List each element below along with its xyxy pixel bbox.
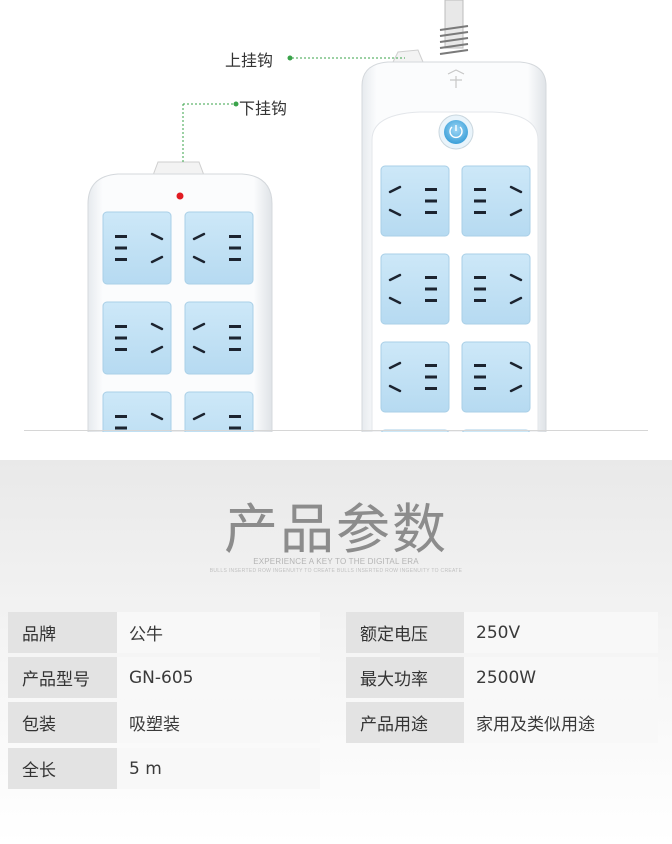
socket-outlet-icon bbox=[102, 301, 172, 375]
upper-hook bbox=[392, 49, 424, 63]
upper-hook-label: 上挂钩 bbox=[225, 51, 274, 70]
cable-strain-relief bbox=[439, 25, 469, 55]
callout-lines bbox=[182, 57, 405, 162]
socket-grid bbox=[102, 165, 531, 432]
power-cable bbox=[444, 0, 464, 49]
socket-outlet-icon bbox=[380, 253, 450, 325]
spec-label: 最大功率 bbox=[346, 657, 464, 698]
socket-outlet-icon bbox=[380, 165, 450, 237]
socket-outlet-icon bbox=[102, 391, 172, 432]
section-subtitle: EXPERIENCE A KEY TO THE DIGITAL ERA bbox=[253, 557, 419, 566]
lower-hook-label: 下挂钩 bbox=[239, 99, 288, 118]
spec-value: GN-605 bbox=[117, 657, 320, 698]
socket-outlet-icon bbox=[461, 253, 531, 325]
spec-value: 5 m bbox=[117, 748, 320, 789]
spec-value: 家用及类似用途 bbox=[464, 702, 658, 743]
socket-outlet-icon bbox=[184, 391, 254, 432]
spec-label: 产品用途 bbox=[346, 702, 464, 743]
socket-outlet-icon bbox=[461, 341, 531, 413]
spec-label: 产品型号 bbox=[8, 657, 117, 698]
spec-section: 产品参数 EXPERIENCE A KEY TO THE DIGITAL ERA… bbox=[0, 460, 672, 844]
section-title: 产品参数 bbox=[224, 498, 448, 561]
product-image: 上挂钩 下挂钩 bbox=[24, 0, 648, 432]
spec-value: 公牛 bbox=[117, 612, 320, 653]
socket-outlet-icon bbox=[184, 211, 254, 285]
spec-label: 额定电压 bbox=[346, 612, 464, 653]
spec-label: 全长 bbox=[8, 748, 117, 789]
section-tagline: BULLS INSERTED ROW INGENUITY TO CREATE B… bbox=[209, 568, 463, 574]
socket-outlet-icon bbox=[380, 341, 450, 413]
spec-value: 吸塑装 bbox=[117, 702, 320, 743]
socket-outlet-icon bbox=[102, 211, 172, 285]
brand-logo-icon bbox=[447, 69, 465, 88]
power-strip-illustration bbox=[87, 0, 547, 432]
socket-outlet-icon bbox=[461, 165, 531, 237]
socket-outlet-icon bbox=[184, 301, 254, 375]
spec-value: 2500W bbox=[464, 657, 658, 698]
spec-label: 包装 bbox=[8, 702, 117, 743]
divider bbox=[24, 430, 648, 431]
spec-label: 品牌 bbox=[8, 612, 117, 653]
indicator-light-icon bbox=[176, 192, 184, 200]
spec-value: 250V bbox=[464, 612, 658, 653]
